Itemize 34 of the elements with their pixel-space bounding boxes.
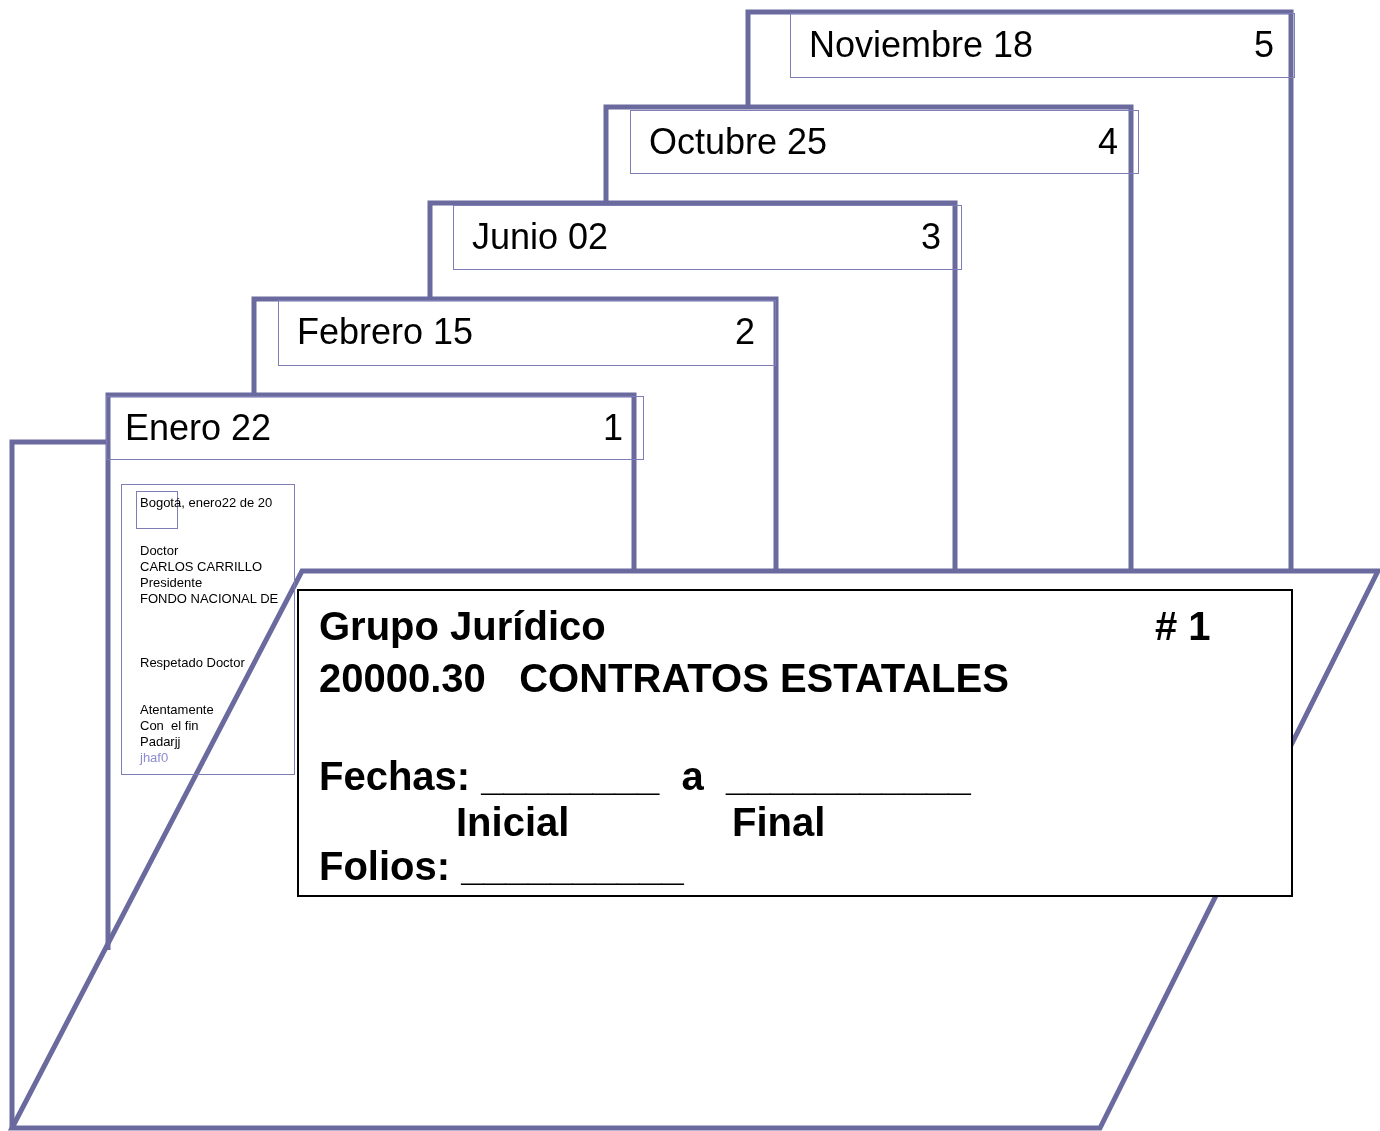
end-label: Final	[732, 799, 826, 845]
date-label: Junio 02	[472, 217, 609, 257]
page-number: 5	[1253, 25, 1274, 65]
date-label: Febrero 15	[297, 312, 474, 352]
date-label: Noviembre 18	[809, 25, 1034, 65]
letter-text-line: Presidente	[140, 575, 203, 591]
start-label: Inicial	[456, 799, 570, 845]
letter-text-line: CARLOS CARRILLO	[140, 559, 263, 575]
series-title: 20000.30 CONTRATOS ESTATALES	[319, 655, 1009, 701]
letter-text-line: Respetado Doctor	[140, 655, 245, 671]
date-label: Octubre 25	[649, 122, 828, 162]
letter-sheet	[121, 484, 295, 775]
letter-text-line: Padarjj	[140, 734, 181, 750]
date-line: Bogotá, enero22 de 20	[140, 495, 273, 511]
letter-text-line: Con el fin	[140, 718, 199, 734]
letter-text-line: Atentamente	[140, 702, 214, 718]
letter-text-line: jhaf0	[140, 750, 169, 766]
page-number: 2	[734, 312, 755, 352]
letter-text-line: FONDO NACIONAL DE	[140, 591, 279, 607]
tab-label	[278, 300, 776, 366]
tab-label	[790, 13, 1295, 78]
date-label: Enero 22	[125, 408, 272, 448]
page-number: 3	[920, 217, 941, 257]
folder-number: # 1	[1155, 603, 1211, 649]
group-title: Grupo Jurídico	[319, 603, 606, 649]
dates-field-line: Fechas: ________ a ___________	[319, 753, 971, 799]
tab-label	[106, 396, 644, 460]
letter-text-line: Doctor	[140, 543, 179, 559]
tab-label	[630, 110, 1139, 174]
page-number: 1	[602, 408, 623, 448]
folios-field-line: Folios: __________	[319, 843, 684, 889]
tab-label	[453, 205, 962, 270]
page-number: 4	[1097, 122, 1118, 162]
folder-label-card	[297, 589, 1293, 897]
